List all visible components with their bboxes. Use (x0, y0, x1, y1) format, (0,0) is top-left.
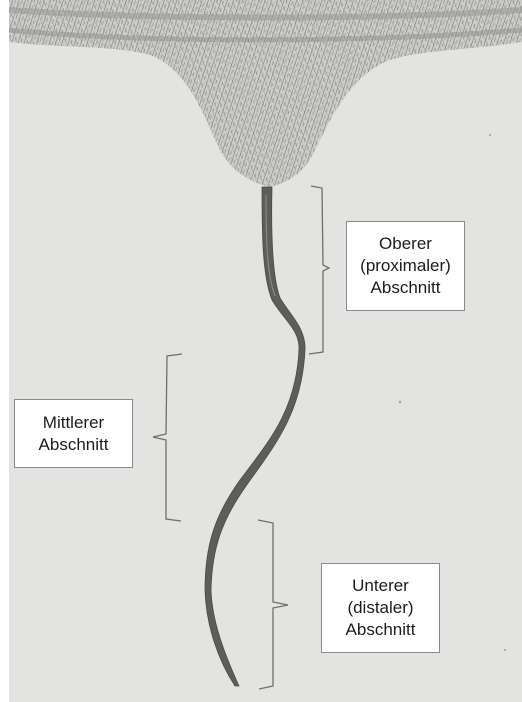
bracket-lower (258, 520, 288, 689)
label-upper-section: Oberer (proximaler) Abschnitt (346, 221, 465, 311)
label-middle-line-2: Abschnitt (39, 434, 109, 456)
label-middle-section: Mittlerer Abschnitt (14, 399, 133, 468)
label-upper-line-1: Oberer (379, 233, 432, 255)
label-upper-line-2: (proximaler) (360, 255, 451, 277)
bracket-middle (153, 354, 182, 521)
label-lower-line-1: Unterer (352, 575, 409, 597)
label-lower-section: Unterer (distaler) Abschnitt (321, 563, 440, 653)
bracket-upper (309, 186, 329, 354)
label-lower-line-2: (distaler) (347, 597, 413, 619)
hair-bulb-illustration (9, 0, 522, 187)
label-lower-line-3: Abschnitt (346, 619, 416, 641)
label-upper-line-3: Abschnitt (371, 277, 441, 299)
label-middle-line-1: Mittlerer (43, 412, 104, 434)
hair-shaft (205, 187, 305, 686)
